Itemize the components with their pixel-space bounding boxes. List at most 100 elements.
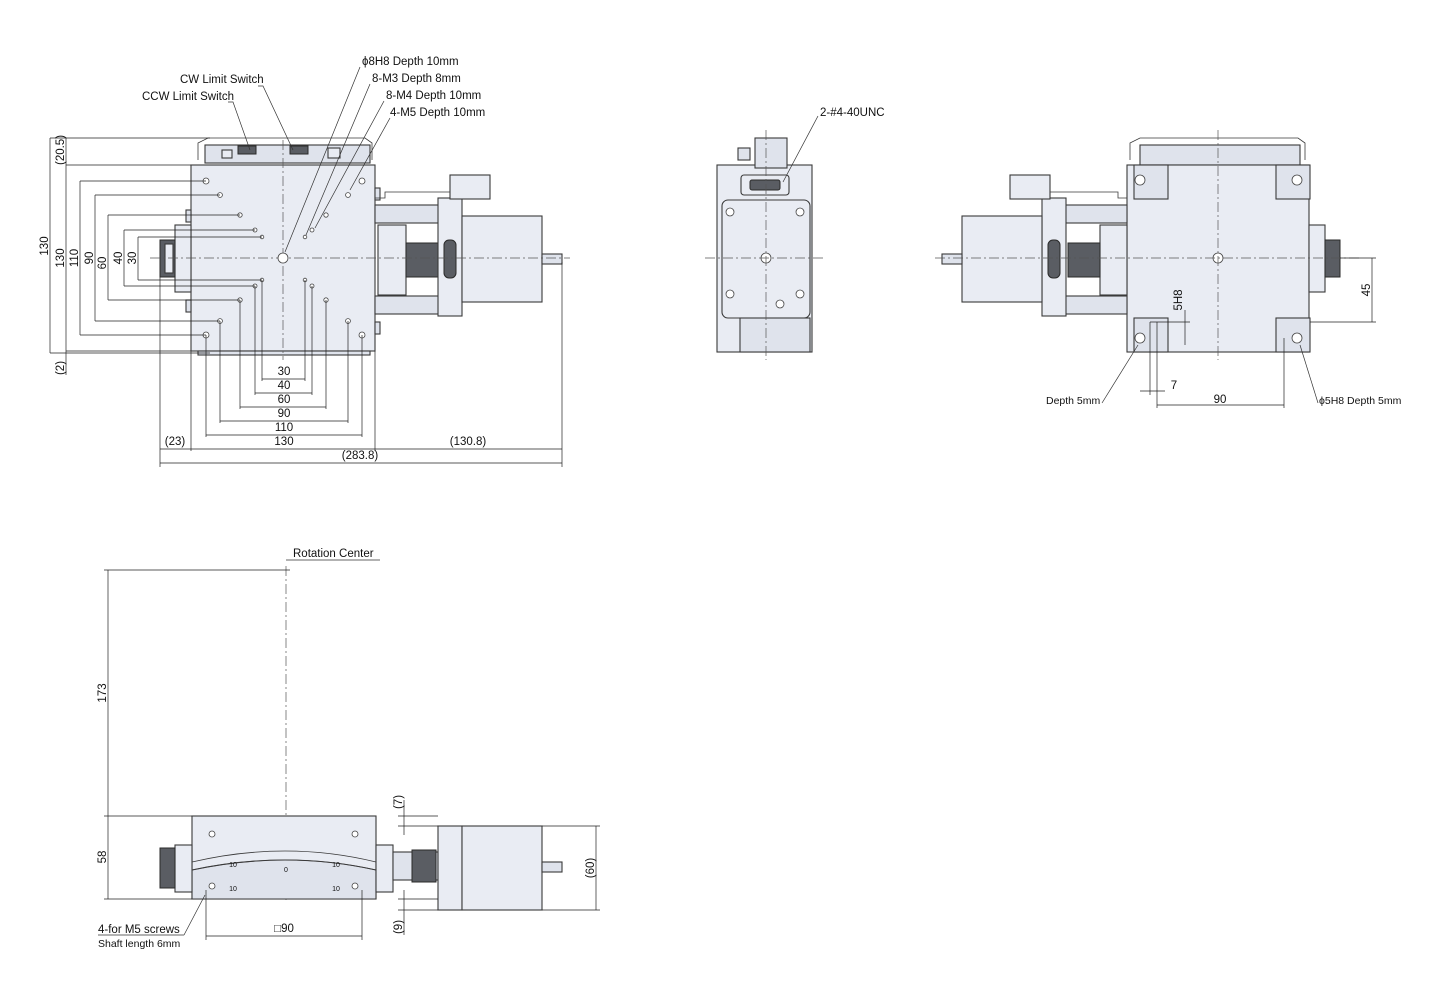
m5-label: 4-M5 Depth 10mm: [390, 107, 485, 119]
top-cable-bracket: [197, 137, 373, 160]
flange-slot: [443, 239, 457, 279]
right-knob: [1324, 239, 1341, 278]
dim-h-130-8: (130.8): [450, 436, 487, 448]
motor-shaft: [541, 253, 563, 265]
pin-hole: [1134, 332, 1146, 344]
motor-bracket-lower: [374, 295, 441, 315]
front-screw: [351, 830, 359, 838]
side-tab: [185, 209, 192, 223]
front-flange: [437, 825, 463, 911]
scale-ten-left-top: 10: [229, 862, 237, 869]
front-motor-shaft: [541, 861, 563, 873]
left-knob-housing: [174, 224, 192, 293]
end-connector-housing: [754, 137, 788, 169]
pin-hole: [1134, 174, 1146, 186]
dim-5h8: 5H8: [1173, 289, 1185, 310]
end-base: [739, 317, 811, 353]
scale-arc-upper: [191, 850, 377, 863]
motor-screw: [795, 207, 805, 217]
scale-arc-lower: [191, 859, 377, 871]
m4-hole: [345, 192, 351, 198]
depth-leader: [1101, 344, 1139, 404]
dim-7-front: (7): [393, 795, 405, 809]
side-cable: [1050, 191, 1127, 199]
motor-screw: [795, 289, 805, 299]
m5-hole: [358, 177, 366, 185]
pin-hole: [1291, 332, 1303, 344]
scale-ten-right-top: 10: [332, 862, 340, 869]
m4-hole: [323, 212, 329, 218]
side-bracket-upper: [1064, 204, 1128, 224]
dim-9-front: (9): [393, 920, 405, 934]
ccw-limit-switch-label: CCW Limit Switch: [142, 91, 234, 103]
horizontal-dimensions: [159, 262, 563, 467]
dim-h-60: 60: [278, 394, 291, 406]
dim-h-283-8: (283.8): [342, 450, 379, 462]
vertical-dimensions: [49, 137, 262, 375]
front-screw: [208, 830, 216, 838]
pin-hole: [1291, 174, 1303, 186]
dim-h-40: 40: [278, 380, 291, 392]
dim-h-30: 30: [278, 366, 291, 378]
dim-60: 60: [97, 257, 109, 270]
depth-label: Depth 5mm: [1046, 395, 1101, 407]
side-cable-bracket: [1129, 137, 1306, 160]
front-left-knob-housing: [174, 844, 193, 893]
dim-60-front: (60): [585, 858, 597, 879]
scale-zero: 0: [284, 867, 288, 874]
screws-leader: [98, 894, 206, 936]
screws-label: 4-for M5 screws: [98, 924, 180, 936]
goniometer-scale-area: [191, 859, 377, 900]
m3-label: 8-M3 Depth 8mm: [372, 73, 461, 85]
side-motor-shaft: [941, 253, 963, 265]
dim-173: 173: [97, 683, 109, 702]
stage-base: [197, 350, 371, 356]
motor-connector: [449, 174, 491, 200]
side-bracket-lower: [1064, 295, 1128, 315]
base-screw: [775, 299, 785, 309]
motor-screw: [725, 207, 735, 217]
m3-leader: [305, 83, 371, 236]
dim-20-5: (20.5): [55, 135, 67, 165]
side-tab: [374, 187, 381, 201]
dim-45: 45: [1361, 284, 1373, 297]
right-knob-housing: [1308, 224, 1326, 293]
m3-hole: [309, 227, 315, 233]
cw-limit-switch-label: CW Limit Switch: [180, 74, 264, 86]
corner-block: [1275, 164, 1311, 200]
dim-40: 40: [113, 252, 125, 265]
motor-cable: [375, 191, 450, 199]
ccw-limit-switch: [289, 145, 309, 155]
dim-h-110: 110: [275, 422, 293, 434]
scale-ten-left-bottom: 10: [229, 886, 237, 893]
front-right-housing: [375, 844, 394, 893]
db9-pins: [749, 179, 781, 191]
stepper-motor: [461, 215, 543, 303]
front-view: Rotation Center 0 10 10 10 10 173 58 (7): [97, 548, 600, 950]
bore-label: ϕ8H8 Depth 10mm: [362, 56, 459, 68]
top-view: CW Limit Switch CCW Limit Switch ϕ8H8 De…: [39, 56, 570, 467]
center-bore: [277, 252, 289, 264]
dim-h-90: 90: [278, 408, 291, 420]
side-switch-rail: [1139, 144, 1301, 166]
left-knob-face: [164, 243, 174, 274]
ccw-switch-leader: [228, 101, 251, 151]
front-motor: [461, 825, 543, 911]
front-screw: [208, 882, 216, 890]
dim-130-outer: 130: [39, 236, 51, 255]
dim-sq90: □90: [274, 923, 294, 935]
end-switch: [737, 147, 751, 161]
dim-h-130: 130: [274, 436, 293, 448]
side-coupling: [1067, 242, 1101, 278]
dim-90: 90: [84, 252, 96, 265]
scale-ten-right-bottom: 10: [332, 886, 340, 893]
side-tab: [374, 321, 381, 335]
m4-label: 8-M4 Depth 10mm: [386, 90, 481, 102]
shaft-label: Shaft length 6mm: [98, 938, 181, 950]
end-view: 2-#4-40UNC: [705, 107, 885, 360]
front-left-knob: [159, 847, 176, 889]
dim-30: 30: [127, 252, 139, 265]
dim-130-inner: 130: [55, 248, 67, 267]
rotation-center-label: Rotation Center: [293, 548, 374, 560]
m4-leader: [314, 100, 385, 229]
